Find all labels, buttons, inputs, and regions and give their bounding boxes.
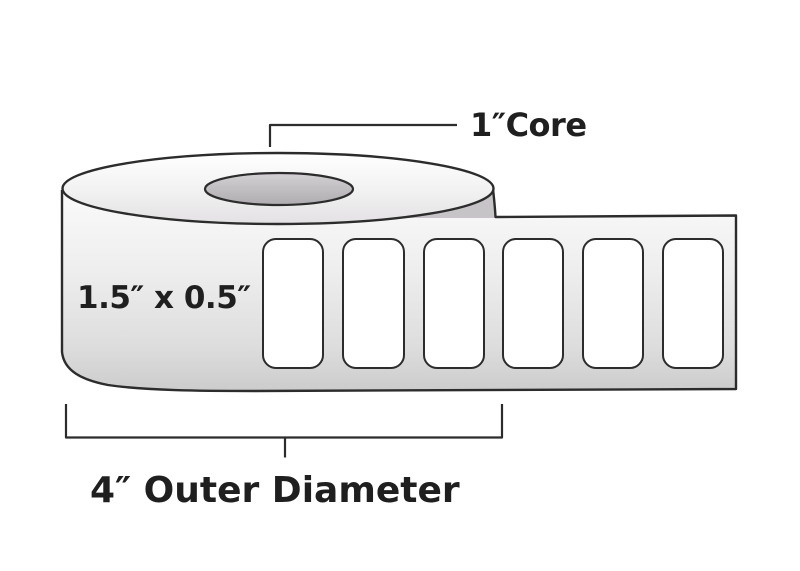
core-dimension-label: 1″Core (470, 106, 587, 144)
roll-and-strip-outline (60, 188, 738, 393)
blank-label (502, 238, 564, 369)
blank-label (582, 238, 644, 369)
roll-side-shading (397, 186, 497, 218)
blank-label (342, 238, 405, 369)
core-leader-line (268, 123, 457, 147)
blank-label-row (262, 238, 724, 369)
blank-label (662, 238, 724, 369)
blank-label (262, 238, 324, 369)
outer-diameter-bracket (64, 404, 504, 458)
outer-diameter-dimension-label: 4″ Outer Diameter (90, 470, 460, 511)
label-size-dimension-label: 1.5″ x 0.5″ (77, 280, 251, 316)
blank-label (423, 238, 485, 369)
roll-core-hole (203, 171, 355, 207)
